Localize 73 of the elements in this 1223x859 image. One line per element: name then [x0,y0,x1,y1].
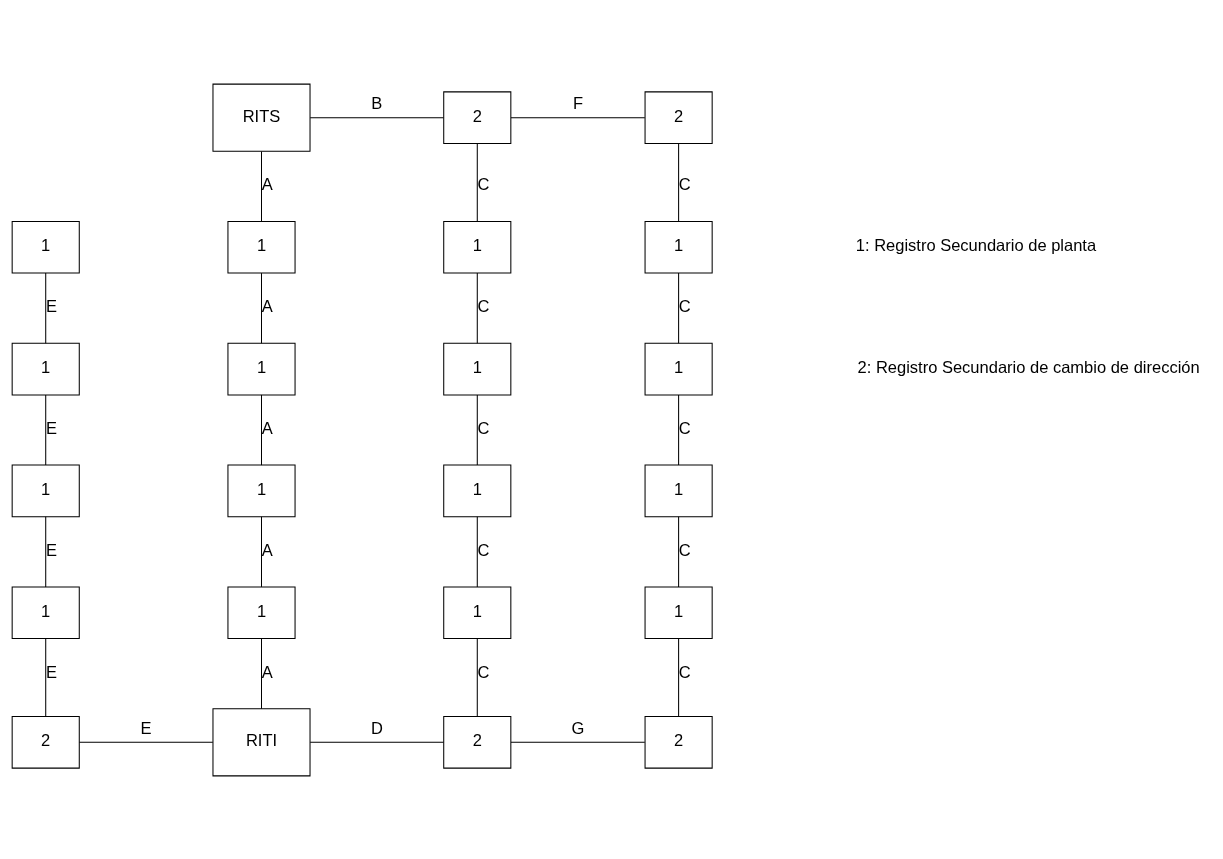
connector [45,515,47,587]
label: 1: Registro Secundario de planta [855,235,1097,254]
connector [45,393,47,466]
connector [476,637,478,717]
node-box: 2 [443,715,512,769]
node-box: 1 [443,585,512,639]
edge-label: E [45,296,57,315]
node-box: 2 [644,90,713,144]
edge-label: C [678,662,691,681]
connector [510,116,646,118]
edge-label: C [477,418,490,437]
connector [678,393,680,466]
node-box: 1 [227,585,296,639]
connector [45,637,47,717]
edge-label: E [45,418,57,437]
edge-label: C [678,540,691,559]
connector [476,142,478,222]
edge-label: A [261,540,273,559]
node-box: 1 [227,464,296,517]
node-box: 1 [644,342,713,395]
connector [678,515,680,587]
node-box: 1 [11,342,80,395]
connector [476,393,478,466]
edge-label: C [477,296,490,315]
connector [261,515,262,587]
connector [309,741,445,743]
connector [309,116,445,118]
node-box: 1 [227,342,296,395]
node-box: 1 [644,464,713,517]
connector [476,272,478,344]
node-box: 1 [11,220,80,274]
node-box: 1 [443,342,512,395]
edge-label: E [45,662,57,681]
connector [678,272,680,344]
connector [261,393,262,466]
edge-label: A [261,296,273,315]
edge-label: D [370,718,383,737]
connector [261,637,262,709]
label: 2: Registro Secundario de cambio de dirección [857,357,1200,376]
node-box: 1 [11,585,80,639]
node-box: 2 [11,715,80,769]
connector [261,272,262,344]
edge-label: C [477,174,490,193]
node-box: 2 [644,715,713,769]
connector [678,142,680,222]
edge-label: A [261,418,273,437]
connector [678,637,680,717]
edge-label: C [678,418,691,437]
node-box: 1 [11,464,80,517]
edge-label: C [678,174,691,193]
connector [78,741,214,743]
edge-label: C [678,296,691,315]
edge-label: F [572,93,583,112]
node-box: 1 [644,585,713,639]
node-box: RITI [212,707,311,776]
edge-label: A [261,662,273,681]
node-box: 1 [644,220,713,274]
edge-label: E [140,718,152,737]
edge-label: C [477,540,490,559]
edge-label: G [571,718,585,737]
edge-label: C [477,662,490,681]
node-box: RITS [212,83,311,152]
connector [510,741,646,743]
connector [45,272,47,344]
connector [476,515,478,587]
node-box: 1 [227,220,296,274]
edge-label: A [261,174,273,193]
edge-label: E [45,540,57,559]
node-box: 1 [443,220,512,274]
node-box: 2 [443,90,512,144]
edge-label: B [371,93,383,112]
node-box: 1 [443,464,512,517]
connector [261,150,262,222]
